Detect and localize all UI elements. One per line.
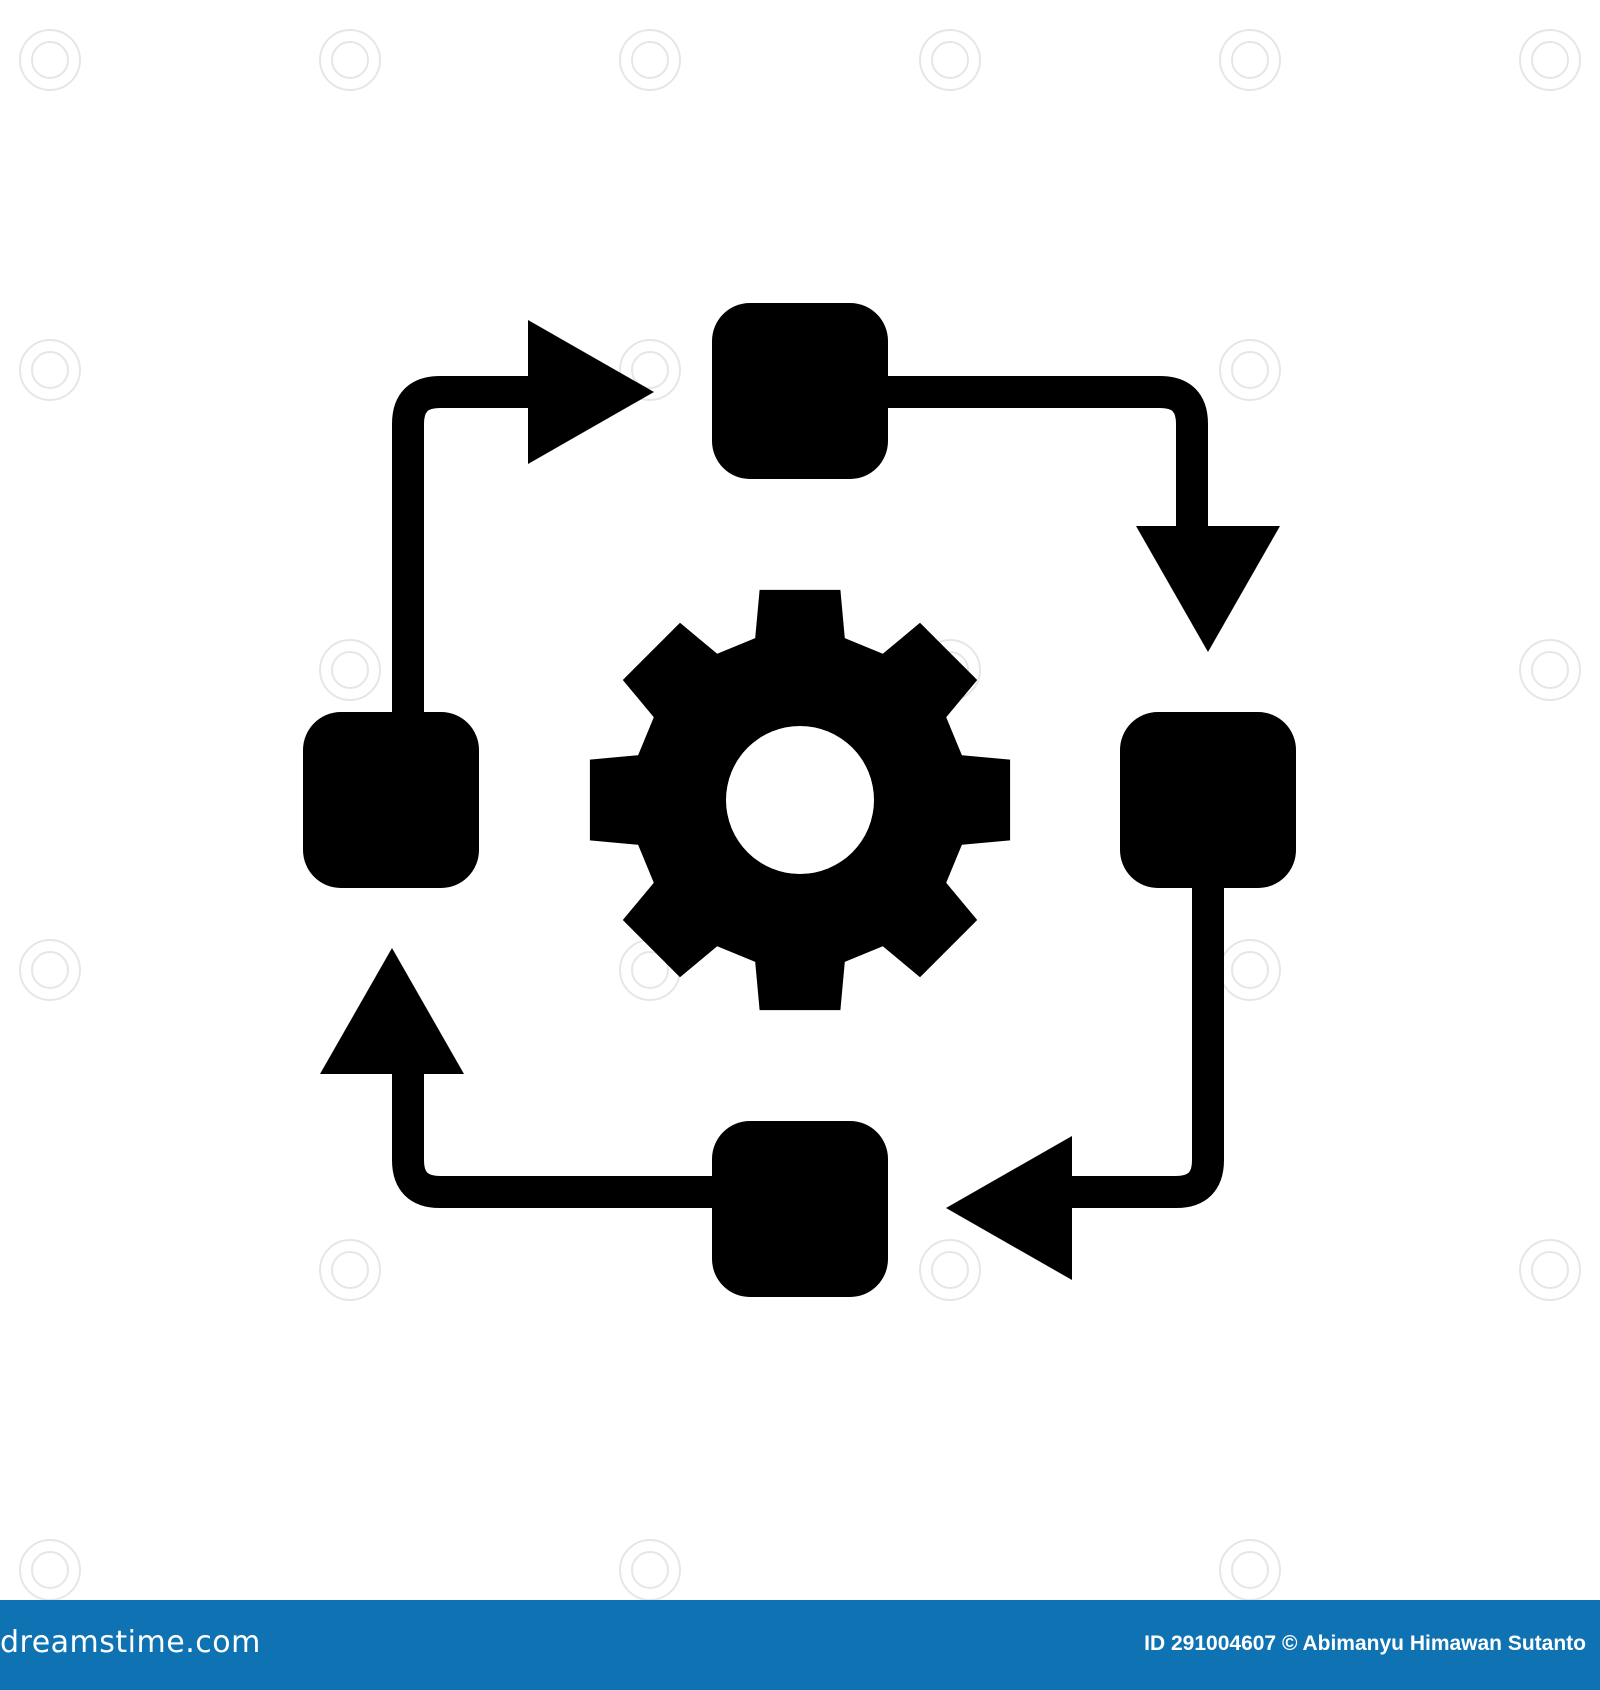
stock-image-canvas [19,29,1581,1601]
connector-line-left-top [392,376,530,715]
arrow-up-icon [320,948,464,1074]
process-node-bottom [712,1121,888,1297]
connector-line-bottom-left [392,1070,715,1208]
footer-bar: dreamstime.com ID 291004607 © Abimanyu H… [0,1600,1600,1690]
watermark-pattern [19,29,1581,1601]
image-credit: ID 291004607 © Abimanyu Himawan Sutanto [1144,1632,1586,1655]
connector-line-right-bottom [1060,880,1224,1208]
arrow-down-icon [1136,526,1280,652]
process-node-left [303,712,479,888]
connector-line-top-right [885,376,1208,540]
gear-icon [589,589,1011,1011]
process-node-right [1120,712,1296,888]
process-node-top [712,303,888,479]
arrow-left-icon [946,1136,1072,1280]
arrow-right-icon [528,320,654,464]
workflow-cycle-gear-icon [19,29,1581,1601]
brand-logo-text[interactable]: dreamstime.com [0,1625,261,1660]
